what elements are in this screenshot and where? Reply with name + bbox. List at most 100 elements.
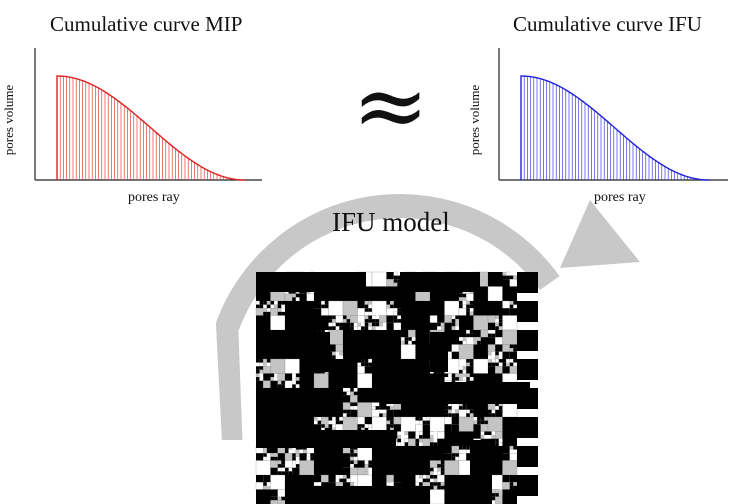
- fractal-band: [380, 382, 530, 404]
- fractal-cell: [332, 427, 336, 432]
- fractal-cell: [509, 482, 514, 486]
- fractal-cell: [415, 482, 420, 487]
- fractal-cell: [401, 330, 409, 338]
- fractal-cell: [371, 416, 387, 432]
- fractal-cell: [361, 362, 365, 367]
- fractal-cell: [433, 467, 438, 472]
- fractal-cell: [350, 326, 354, 330]
- fractal-cell: [277, 460, 282, 465]
- fractal-cell: [513, 275, 518, 280]
- fractal-cell: [350, 322, 354, 327]
- fractal-cell: [335, 474, 340, 479]
- fractal-block: [372, 330, 401, 359]
- fractal-cell: [397, 315, 402, 320]
- fractal-cell: [274, 500, 278, 504]
- fractal-cell: [357, 359, 362, 363]
- fractal-cell: [321, 308, 329, 316]
- fractal-cell: [422, 438, 431, 447]
- fractal-cell: [401, 431, 405, 436]
- fractal-cell: [357, 366, 365, 374]
- fractal-cell: [469, 377, 474, 381]
- fractal-cell: [328, 344, 336, 352]
- fractal-block: [517, 330, 538, 351]
- fractal-cell: [277, 308, 282, 313]
- fractal-cell: [346, 413, 351, 417]
- fractal-cell: [469, 373, 474, 378]
- fractal-cell: [480, 329, 489, 338]
- fractal-cell: [361, 326, 365, 330]
- fractal-cell: [393, 322, 402, 331]
- fractal-cell: [295, 293, 300, 298]
- fractal-cell: [328, 300, 344, 316]
- fractal-cell: [509, 485, 514, 490]
- fractal-cell: [444, 344, 452, 352]
- fractal-cell: [462, 406, 467, 410]
- fractal-cell: [495, 431, 503, 439]
- fractal-cell: [321, 300, 326, 305]
- fractal-cell: [310, 453, 314, 457]
- fractal-cell: [459, 446, 463, 450]
- fractal-cell: [393, 424, 401, 432]
- fractal-cell: [430, 442, 434, 446]
- fractal-cell: [469, 333, 474, 338]
- fractal-cell: [477, 337, 481, 341]
- fractal-cell: [502, 460, 518, 476]
- fractal-cell: [429, 489, 445, 504]
- fractal-cell: [419, 417, 423, 421]
- fractal-cell: [484, 431, 488, 436]
- fractal-cell: [509, 347, 514, 352]
- fractal-cell: [372, 322, 376, 327]
- fractal-cell: [415, 417, 420, 421]
- fractal-cell: [343, 391, 347, 396]
- fractal-cell: [270, 500, 275, 504]
- fractal-cell: [455, 319, 459, 323]
- fractal-cell: [263, 453, 267, 457]
- fractal-cell: [259, 369, 264, 374]
- fractal-cell: [357, 467, 365, 476]
- fractal-cell: [455, 322, 459, 327]
- fractal-cell: [281, 301, 285, 305]
- fractal-cell: [426, 475, 430, 479]
- fractal-cell: [375, 326, 380, 330]
- fractal-cell: [368, 460, 372, 465]
- fractal-cell: [350, 391, 355, 396]
- fractal-cell: [339, 355, 343, 359]
- fractal-cell: [491, 493, 496, 497]
- fractal-cell: [256, 304, 260, 309]
- fractal-cell: [328, 359, 343, 374]
- fractal-cell: [379, 315, 387, 323]
- fractal-cell: [491, 496, 496, 501]
- fractal-cell: [488, 301, 503, 316]
- fractal-cell: [488, 431, 492, 436]
- fractal-cell: [281, 308, 285, 312]
- fractal-cell: [375, 406, 380, 410]
- fractal-cell: [451, 456, 456, 461]
- fractal-cell: [270, 467, 278, 475]
- fractal-cell: [422, 420, 427, 425]
- fractal-band: [256, 430, 396, 448]
- fractal-cell: [342, 413, 347, 418]
- fractal-cell: [459, 315, 474, 330]
- fractal-cell: [495, 362, 499, 367]
- fractal-cell: [397, 275, 401, 280]
- fractal-cell: [513, 449, 517, 454]
- fractal-cell: [487, 344, 496, 352]
- left-chart-curve: [56, 75, 246, 181]
- fractal-cell: [368, 315, 372, 320]
- fractal-cell: [314, 308, 322, 316]
- fractal-cell: [444, 315, 452, 323]
- fractal-cell: [480, 337, 488, 345]
- fractal-cell: [491, 351, 496, 356]
- fractal-cell: [292, 297, 296, 301]
- fractal-cell: [306, 293, 315, 302]
- fractal-cell: [415, 330, 430, 345]
- fractal-cell: [502, 489, 517, 504]
- fractal-cell: [364, 359, 369, 363]
- fractal-cell: [506, 275, 510, 280]
- fractal-cell: [328, 420, 333, 425]
- fractal-cell: [379, 402, 387, 410]
- fractal-cell: [346, 409, 351, 414]
- fractal-cell: [444, 300, 460, 316]
- fractal-cell: [488, 359, 492, 363]
